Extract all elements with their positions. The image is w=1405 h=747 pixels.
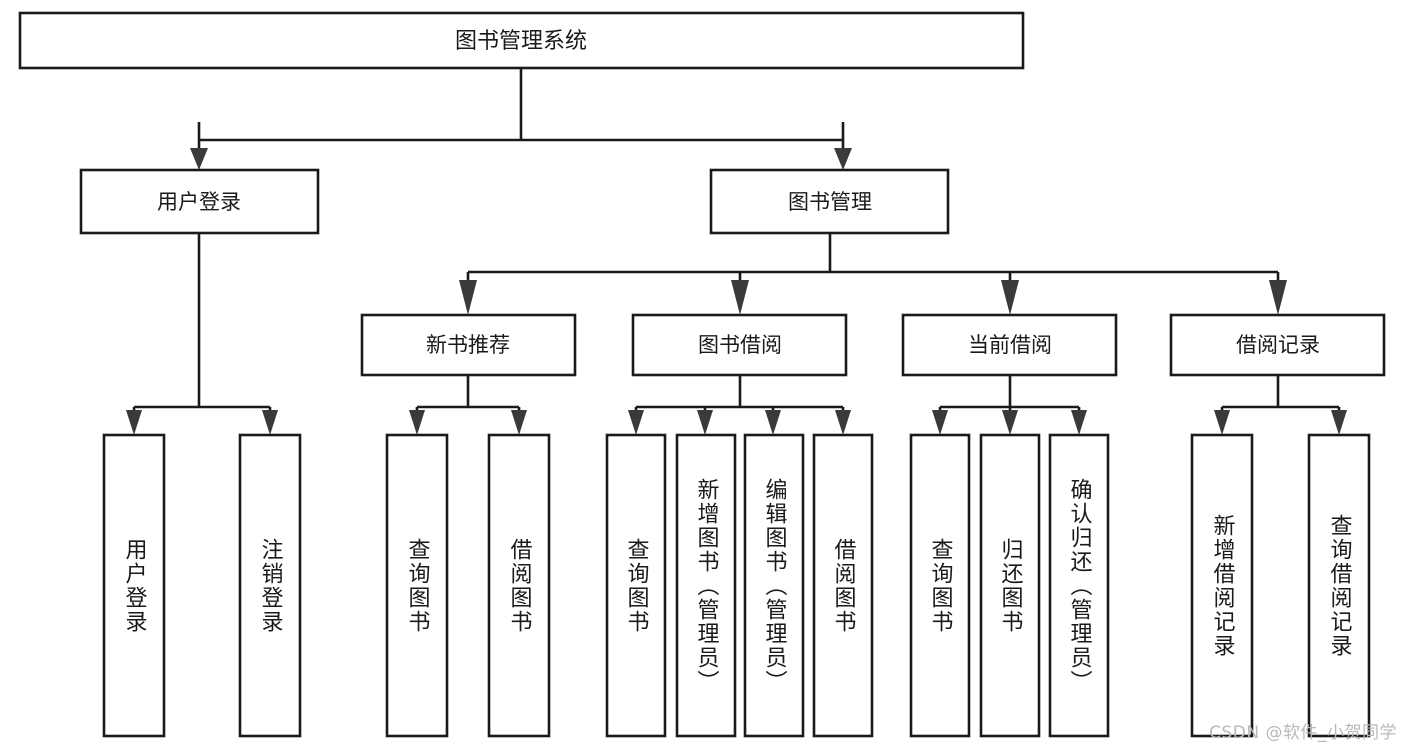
leaf-node-book-borrow-2[interactable]: 编辑图书（管理员） [743, 433, 805, 738]
arrow-icon-leaf-borrow-record-0 [1214, 410, 1230, 435]
leaf-label-new-book-rec-1: 借阅图书 [507, 538, 533, 634]
arrow-icon-leaf-book-borrow-0 [628, 410, 644, 435]
node-user-login-label: 用户登录 [157, 190, 241, 214]
leaf-node-book-borrow-1[interactable]: 新增图书（管理员） [675, 433, 737, 738]
node-current-borrow[interactable]: 当前借阅 [901, 313, 1118, 377]
arrow-icon-leaf-current-borrow-0 [932, 410, 948, 435]
node-book-borrow[interactable]: 图书借阅 [631, 313, 848, 377]
arrow-icon-bookborrow [731, 280, 749, 315]
arrow-icon-userlogin [190, 148, 208, 170]
leaf-box-book-borrow-2[interactable] [743, 433, 805, 738]
node-current-borrow-box[interactable] [901, 313, 1118, 377]
node-book-management[interactable]: 图书管理 [709, 168, 950, 235]
arrow-icon-newbook [459, 280, 477, 315]
connector-group-bookmgmt [459, 233, 1287, 315]
connector-group-root [190, 68, 852, 170]
arrow-icon-borrowrecord [1269, 280, 1287, 315]
arrow-icon-leaf-book-borrow-1 [697, 410, 713, 435]
node-root-box[interactable] [18, 11, 1025, 70]
arrow-icon-leaf-new-book-rec-1 [511, 410, 527, 435]
leaf-box-user-login-1[interactable] [238, 433, 302, 738]
leaf-label-current-borrow-1: 归还图书 [998, 538, 1024, 634]
node-new-book-recommend-box[interactable] [360, 313, 577, 377]
leaf-node-current-borrow-2[interactable]: 确认归还（管理员） [1048, 433, 1110, 738]
leaf-box-borrow-record-1[interactable] [1307, 433, 1371, 738]
leaf-label-book-borrow-0: 查询图书 [624, 538, 650, 634]
node-book-management-box[interactable] [709, 168, 950, 235]
leaf-node-book-borrow-3[interactable]: 借阅图书 [812, 433, 874, 738]
leaf-label-current-borrow-0: 查询图书 [928, 538, 954, 634]
leaf-label-borrow-record-1: 查询借阅记录 [1327, 514, 1353, 658]
arrow-icon-leaf-current-borrow-2 [1071, 410, 1087, 435]
arrow-icon-leaf-user-login-0 [126, 410, 142, 435]
leaf-node-book-borrow-0[interactable]: 查询图书 [605, 433, 667, 738]
node-book-borrow-label: 图书借阅 [698, 333, 782, 357]
leaf-box-new-book-rec-0[interactable] [385, 433, 449, 738]
node-current-borrow-label: 当前借阅 [968, 333, 1052, 357]
leaf-box-book-borrow-0[interactable] [605, 433, 667, 738]
leaf-label-book-borrow-1: 新增图书（管理员） [694, 478, 720, 694]
leaf-node-current-borrow-0[interactable]: 查询图书 [909, 433, 971, 738]
arrow-icon-leaf-book-borrow-2 [765, 410, 781, 435]
leaf-box-new-book-rec-1[interactable] [487, 433, 551, 738]
leaf-label-user-login-1: 注销登录 [258, 538, 284, 634]
leaf-box-current-borrow-2[interactable] [1048, 433, 1110, 738]
leaf-label-current-borrow-2: 确认归还（管理员） [1067, 478, 1093, 694]
node-user-login-box[interactable] [79, 168, 320, 235]
arrow-icon-leaf-current-borrow-1 [1002, 410, 1018, 435]
connector-group-newbook [409, 375, 527, 435]
connector-group-bookborrow [628, 375, 851, 435]
node-borrow-record-label: 借阅记录 [1236, 333, 1320, 357]
node-book-borrow-box[interactable] [631, 313, 848, 377]
leaf-node-new-book-rec-1[interactable]: 借阅图书 [487, 433, 551, 738]
leaf-node-user-login-0[interactable]: 用户登录 [102, 433, 166, 738]
leaf-node-user-login-1[interactable]: 注销登录 [238, 433, 302, 738]
leaf-label-book-borrow-2: 编辑图书（管理员） [762, 478, 788, 694]
connector-group-borrowrecord [1214, 375, 1347, 435]
leaf-node-new-book-rec-0[interactable]: 查询图书 [385, 433, 449, 738]
node-user-login[interactable]: 用户登录 [79, 168, 320, 235]
leaf-node-current-borrow-1[interactable]: 归还图书 [979, 433, 1041, 738]
leaf-box-current-borrow-1[interactable] [979, 433, 1041, 738]
arrow-icon-leaf-new-book-rec-0 [409, 410, 425, 435]
leaf-box-book-borrow-1[interactable] [675, 433, 737, 738]
node-borrow-record[interactable]: 借阅记录 [1169, 313, 1386, 377]
arrow-icon-leaf-book-borrow-3 [835, 410, 851, 435]
leaf-box-book-borrow-3[interactable] [812, 433, 874, 738]
connector-group-userlogin [126, 233, 278, 435]
node-book-management-label: 图书管理 [788, 190, 872, 214]
node-root-label: 图书管理系统 [455, 29, 587, 54]
leaf-label-book-borrow-3: 借阅图书 [831, 538, 857, 634]
leaf-label-user-login-0: 用户登录 [122, 538, 148, 634]
arrow-icon-leaf-user-login-1 [262, 410, 278, 435]
leaf-box-current-borrow-0[interactable] [909, 433, 971, 738]
node-root[interactable]: 图书管理系统 [18, 11, 1025, 70]
arrow-icon-bookmgmt [834, 148, 852, 170]
leaf-node-borrow-record-1[interactable]: 查询借阅记录 [1307, 433, 1371, 738]
node-borrow-record-box[interactable] [1169, 313, 1386, 377]
arrow-icon-leaf-borrow-record-1 [1331, 410, 1347, 435]
leaf-box-borrow-record-0[interactable] [1190, 433, 1254, 738]
arrow-icon-currentborrow [1001, 280, 1019, 315]
node-new-book-recommend[interactable]: 新书推荐 [360, 313, 577, 377]
leaf-box-user-login-0[interactable] [102, 433, 166, 738]
node-new-book-recommend-label: 新书推荐 [426, 333, 510, 357]
leaf-node-borrow-record-0[interactable]: 新增借阅记录 [1190, 433, 1254, 738]
leaf-label-new-book-rec-0: 查询图书 [405, 538, 431, 634]
connector-group-currentborrow [932, 375, 1087, 435]
leaf-label-borrow-record-0: 新增借阅记录 [1210, 514, 1236, 658]
csdn-watermark: CSDN @软件_小贺同学 [1209, 723, 1397, 743]
